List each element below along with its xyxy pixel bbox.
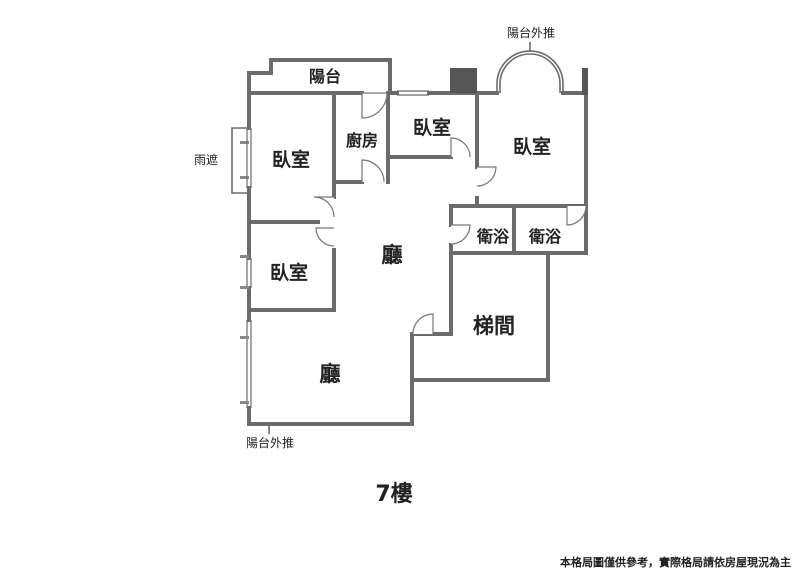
label-bedroom-left: 臥室 xyxy=(272,148,310,171)
label-living-lower: 廳 xyxy=(320,362,341,386)
label-balcony-top: 陽台 xyxy=(309,67,341,86)
disclaimer: 本格局圖僅供參考，實際格局請依房屋現況為主 xyxy=(560,555,791,569)
label-kitchen: 廚房 xyxy=(346,131,378,150)
floor-label: 7樓 xyxy=(375,482,412,507)
note-balcony-out-bottom: 陽台外推 xyxy=(246,435,294,450)
note-balcony-out-top: 陽台外推 xyxy=(507,25,555,40)
doors xyxy=(313,92,587,335)
windows xyxy=(240,90,429,408)
label-bedroom-lower: 臥室 xyxy=(270,261,308,284)
label-stairwell: 梯間 xyxy=(473,314,515,338)
plan-notes: 雨遮 陽台外推 陽台外推 xyxy=(194,25,555,450)
room-labels: 陽台 廚房 臥室 臥室 臥室 臥室 廳 廳 衛浴 衛浴 梯間 xyxy=(270,67,562,386)
label-living-upper: 廳 xyxy=(382,243,403,267)
label-bath-2: 衛浴 xyxy=(528,227,562,246)
label-bedroom-mid: 臥室 xyxy=(413,116,451,139)
column-block xyxy=(450,68,477,93)
label-bedroom-right: 臥室 xyxy=(513,135,551,158)
interior-walls xyxy=(247,91,588,382)
column-post xyxy=(582,68,588,95)
label-bath-1: 衛浴 xyxy=(476,227,510,246)
note-canopy: 雨遮 xyxy=(194,152,218,167)
balcony-arch xyxy=(496,50,564,93)
